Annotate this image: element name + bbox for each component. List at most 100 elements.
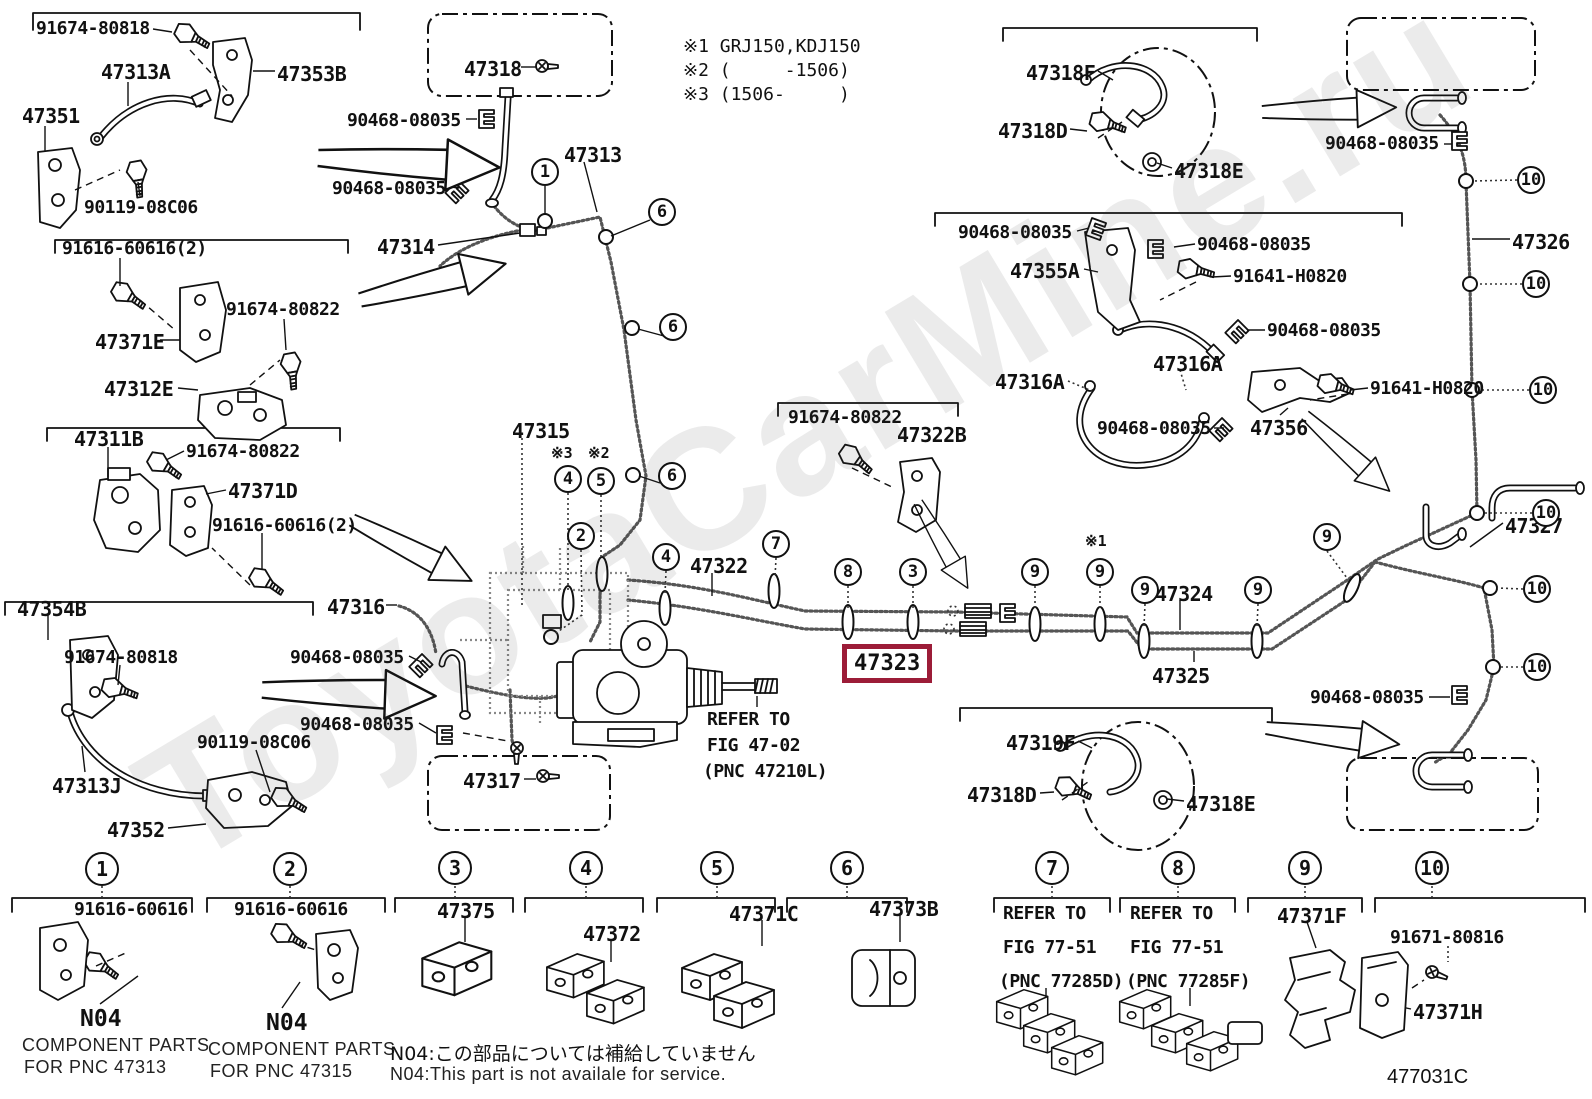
callout-4[interactable]: 4 bbox=[554, 465, 582, 493]
callout-9[interactable]: 9 bbox=[1288, 851, 1322, 885]
part-label[interactable]: 47316A bbox=[1153, 352, 1223, 376]
part-label[interactable]: FIG 77-51 bbox=[1003, 937, 1097, 958]
part-label[interactable]: REFER TO bbox=[707, 709, 790, 730]
part-label[interactable]: 90468-08035 bbox=[1197, 234, 1311, 255]
callout-6[interactable]: 6 bbox=[830, 851, 864, 885]
part-label[interactable]: 47356 bbox=[1250, 416, 1308, 440]
part-label[interactable]: 90468-08035 bbox=[1325, 133, 1439, 154]
part-label[interactable]: 47351 bbox=[22, 104, 80, 128]
callout-4[interactable]: 4 bbox=[652, 543, 680, 571]
part-label[interactable]: 47322B bbox=[897, 423, 967, 447]
callout-5[interactable]: 5 bbox=[700, 851, 734, 885]
callout-7[interactable]: 7 bbox=[762, 530, 790, 558]
part-label[interactable]: 47312E bbox=[104, 377, 174, 401]
part-label[interactable]: 47373B bbox=[869, 897, 939, 921]
part-label[interactable]: 90119-08C06 bbox=[84, 197, 198, 218]
part-label[interactable]: 91641-H0820 bbox=[1233, 266, 1347, 287]
part-label[interactable]: 47322 bbox=[690, 554, 748, 578]
part-label[interactable]: 90468-08035 bbox=[347, 110, 461, 131]
part-label[interactable]: 91641-H0820 bbox=[1370, 378, 1484, 399]
callout-1[interactable]: 1 bbox=[85, 852, 119, 886]
part-label[interactable]: 47316A bbox=[995, 370, 1065, 394]
part-label[interactable]: 47371H bbox=[1413, 1000, 1483, 1024]
part-label[interactable]: (PNC 77285F) bbox=[1126, 971, 1251, 992]
part-label[interactable]: 47318 bbox=[464, 57, 522, 81]
part-label[interactable]: 47371E bbox=[95, 330, 165, 354]
part-label[interactable]: 90468-08035 bbox=[958, 222, 1072, 243]
part-label[interactable]: 90468-08035 bbox=[290, 647, 404, 668]
part-label[interactable]: FIG 77-51 bbox=[1130, 937, 1224, 958]
part-label[interactable]: 47354B bbox=[17, 597, 87, 621]
part-label[interactable]: 90468-08035 bbox=[300, 714, 414, 735]
callout-9[interactable]: 9 bbox=[1086, 558, 1114, 586]
part-label[interactable]: 47318D bbox=[998, 119, 1068, 143]
part-label[interactable]: 91674-80822 bbox=[226, 299, 340, 320]
part-label[interactable]: 47317 bbox=[463, 769, 521, 793]
callout-10[interactable]: 10 bbox=[1529, 376, 1557, 404]
callout-10[interactable]: 10 bbox=[1522, 270, 1550, 298]
callout-6[interactable]: 6 bbox=[648, 198, 676, 226]
part-label[interactable]: 47325 bbox=[1152, 664, 1210, 688]
callout-2[interactable]: 2 bbox=[273, 852, 307, 886]
part-label[interactable]: 90468-08035 bbox=[1310, 687, 1424, 708]
callout-10[interactable]: 10 bbox=[1415, 851, 1449, 885]
part-label[interactable]: REFER TO bbox=[1130, 903, 1213, 924]
part-label[interactable]: 47314 bbox=[377, 235, 435, 259]
part-label[interactable]: 47315 bbox=[512, 419, 570, 443]
part-label[interactable]: 91616-60616 bbox=[74, 899, 188, 920]
part-label[interactable]: REFER TO bbox=[1003, 903, 1086, 924]
part-label[interactable]: 91616-60616(2) bbox=[212, 515, 357, 536]
callout-4[interactable]: 4 bbox=[569, 851, 603, 885]
part-label[interactable]: 91616-60616(2) bbox=[62, 238, 207, 259]
part-label[interactable]: 47313 bbox=[564, 143, 622, 167]
part-label[interactable]: 91674-80818 bbox=[36, 18, 150, 39]
callout-5[interactable]: 5 bbox=[587, 467, 615, 495]
callout-6[interactable]: 6 bbox=[659, 313, 687, 341]
part-label[interactable]: 47318D bbox=[967, 783, 1037, 807]
part-label[interactable]: (PNC 77285D) bbox=[999, 971, 1124, 992]
callout-10[interactable]: 10 bbox=[1523, 653, 1551, 681]
part-label[interactable]: 47326 bbox=[1512, 230, 1570, 254]
part-label[interactable]: 47319F bbox=[1006, 731, 1076, 755]
callout-3[interactable]: 3 bbox=[438, 851, 472, 885]
callout-9[interactable]: 9 bbox=[1313, 523, 1341, 551]
part-label[interactable]: 47372 bbox=[583, 922, 641, 946]
part-label[interactable]: FIG 47-02 bbox=[707, 735, 801, 756]
part-label[interactable]: 90468-08035 bbox=[332, 178, 446, 199]
part-label[interactable]: 47371C bbox=[729, 902, 799, 926]
part-label[interactable]: 47375 bbox=[437, 899, 495, 923]
part-label[interactable]: 91671-80816 bbox=[1390, 927, 1504, 948]
callout-10[interactable]: 10 bbox=[1517, 166, 1545, 194]
part-label[interactable]: 47318F bbox=[1026, 61, 1096, 85]
part-label[interactable]: 47311B bbox=[74, 427, 144, 451]
part-label[interactable]: 91674-80818 bbox=[64, 647, 178, 668]
callout-8[interactable]: 8 bbox=[1161, 851, 1195, 885]
callout-9[interactable]: 9 bbox=[1021, 558, 1049, 586]
part-label[interactable]: 47313J bbox=[52, 774, 122, 798]
part-label[interactable]: 91674-80822 bbox=[788, 407, 902, 428]
callout-7[interactable]: 7 bbox=[1035, 851, 1069, 885]
part-label[interactable]: 47353B bbox=[277, 62, 347, 86]
callout-10[interactable]: 10 bbox=[1532, 499, 1560, 527]
part-label[interactable]: (PNC 47210L) bbox=[703, 761, 828, 782]
part-label[interactable]: 47313A bbox=[101, 60, 171, 84]
callout-6[interactable]: 6 bbox=[658, 462, 686, 490]
part-label[interactable]: 47352 bbox=[107, 818, 165, 842]
part-label[interactable]: 47371F bbox=[1277, 904, 1347, 928]
part-label[interactable]: 47318E bbox=[1174, 159, 1244, 183]
callout-3[interactable]: 3 bbox=[899, 558, 927, 586]
callout-2[interactable]: 2 bbox=[567, 522, 595, 550]
callout-10[interactable]: 10 bbox=[1523, 575, 1551, 603]
callout-1[interactable]: 1 bbox=[531, 158, 559, 186]
callout-8[interactable]: 8 bbox=[834, 558, 862, 586]
callout-9[interactable]: 9 bbox=[1244, 576, 1272, 604]
highlighted-part-label[interactable]: 47323 bbox=[842, 644, 933, 683]
part-label[interactable]: 91616-60616 bbox=[234, 899, 348, 920]
part-label[interactable]: 47318E bbox=[1186, 792, 1256, 816]
part-label[interactable]: 47371D bbox=[228, 479, 298, 503]
part-label[interactable]: 47316 bbox=[327, 595, 385, 619]
part-label[interactable]: 91674-80822 bbox=[186, 441, 300, 462]
part-label[interactable]: 90468-08035 bbox=[1267, 320, 1381, 341]
part-label[interactable]: 47355A bbox=[1010, 259, 1080, 283]
part-label[interactable]: 90119-08C06 bbox=[197, 732, 311, 753]
